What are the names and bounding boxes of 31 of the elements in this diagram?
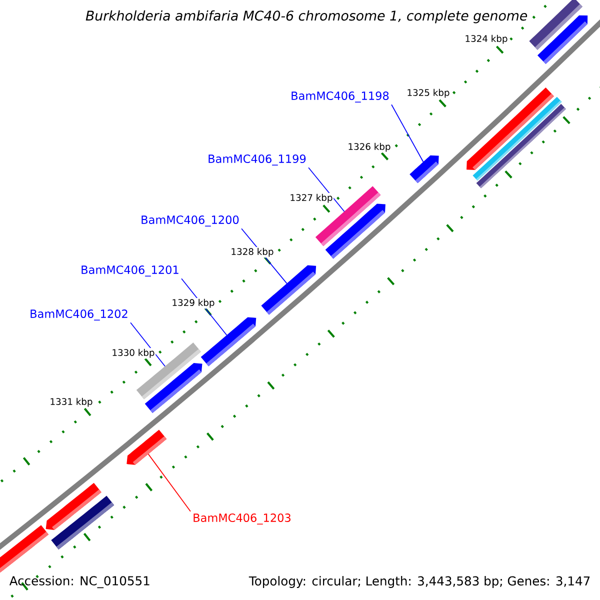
gene-feature [200,317,256,366]
leader-line [130,322,166,367]
gene-label: BamMC406_1200 [142,216,239,226]
genome-summary-text: Topology: circular; Length: 3,443,583 bp; Genes: 3,147 [248,576,590,588]
tick-label: 1326 kbp [346,142,392,153]
tick-label: 1327 kbp [288,193,334,204]
gene-label: BamMC406_1198 [292,92,389,102]
gene-label: BamMC406_1203 [194,514,290,524]
gene-label: BamMC406_1199 [208,154,306,166]
gene-label: BamMC406_1201 [82,266,178,276]
tick-label: 1331 kbp [48,397,94,408]
gene-feature [325,204,386,259]
tick-label: 1330 kbp [110,348,156,359]
gene-feature [261,265,316,315]
tick-label: 1329 kbp [170,298,216,309]
tick-label: 1328 kbp [230,247,275,258]
gene-feature [51,496,114,550]
gene-label: BamMC406_1202 [30,310,128,320]
gene-feature [476,104,566,188]
leader-line [308,167,345,212]
title: Burkholderia ambifaria MC40-6 chromosome 1, complete genome [86,10,528,24]
gene-feature [537,15,588,64]
tick-label: 1324 kbp [464,34,509,45]
gene-feature [126,430,167,465]
leader-line [148,454,191,512]
gene-feature [144,363,202,414]
leader-line [391,104,424,162]
gene-feature [410,155,439,184]
accession-text: Accession: NC_010551 [9,576,150,588]
gene-feature [0,525,49,574]
tick-label: 1325 kbp [406,88,451,99]
